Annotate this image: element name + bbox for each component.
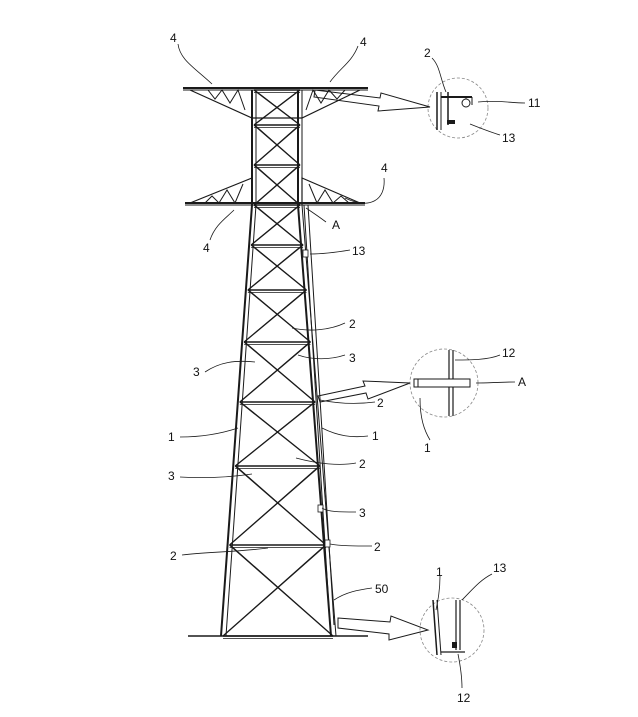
label-2-top: 2 (424, 46, 431, 60)
leader-lines (177, 43, 526, 689)
label-4-d: 4 (203, 241, 210, 255)
label-13-bot: 13 (493, 561, 507, 575)
label-4-c: 4 (381, 161, 388, 175)
reference-numerals: 4 4 4 4 2 11 13 A 13 2 3 3 12 A 2 1 1 1 … (168, 31, 541, 705)
detail-bottom-callout (419, 597, 485, 663)
tower-bracing (222, 89, 334, 639)
label-A-mid: A (518, 375, 526, 389)
label-12-bot: 12 (457, 691, 471, 705)
conduit-pipe (302, 204, 335, 626)
label-3-a: 3 (349, 351, 356, 365)
detail-arrows (313, 89, 431, 641)
label-2-c: 2 (359, 457, 366, 471)
label-2-a: 2 (349, 317, 356, 331)
label-4-b: 4 (360, 35, 367, 49)
label-11: 11 (528, 96, 541, 110)
upper-cross-arm (183, 87, 368, 119)
label-3-d: 3 (359, 506, 366, 520)
label-4-a: 4 (170, 31, 177, 45)
label-2-e: 2 (170, 549, 177, 563)
label-50: 50 (375, 582, 389, 596)
label-13-mid: 13 (352, 244, 366, 258)
lower-cross-arm (185, 177, 365, 206)
label-2-d: 2 (374, 540, 381, 554)
label-13-top: 13 (502, 131, 516, 145)
label-1-a: 1 (168, 430, 175, 444)
label-3-b: 3 (193, 365, 200, 379)
label-1-bot: 1 (436, 565, 443, 579)
detail-top-callout (427, 77, 489, 139)
tower-legs (220, 90, 337, 637)
label-A: A (332, 218, 340, 232)
label-1-mid: 1 (424, 441, 431, 455)
label-1-b: 1 (372, 429, 379, 443)
label-2-b: 2 (377, 396, 384, 410)
label-3-c: 3 (168, 469, 175, 483)
label-12-mid: 12 (502, 346, 516, 360)
